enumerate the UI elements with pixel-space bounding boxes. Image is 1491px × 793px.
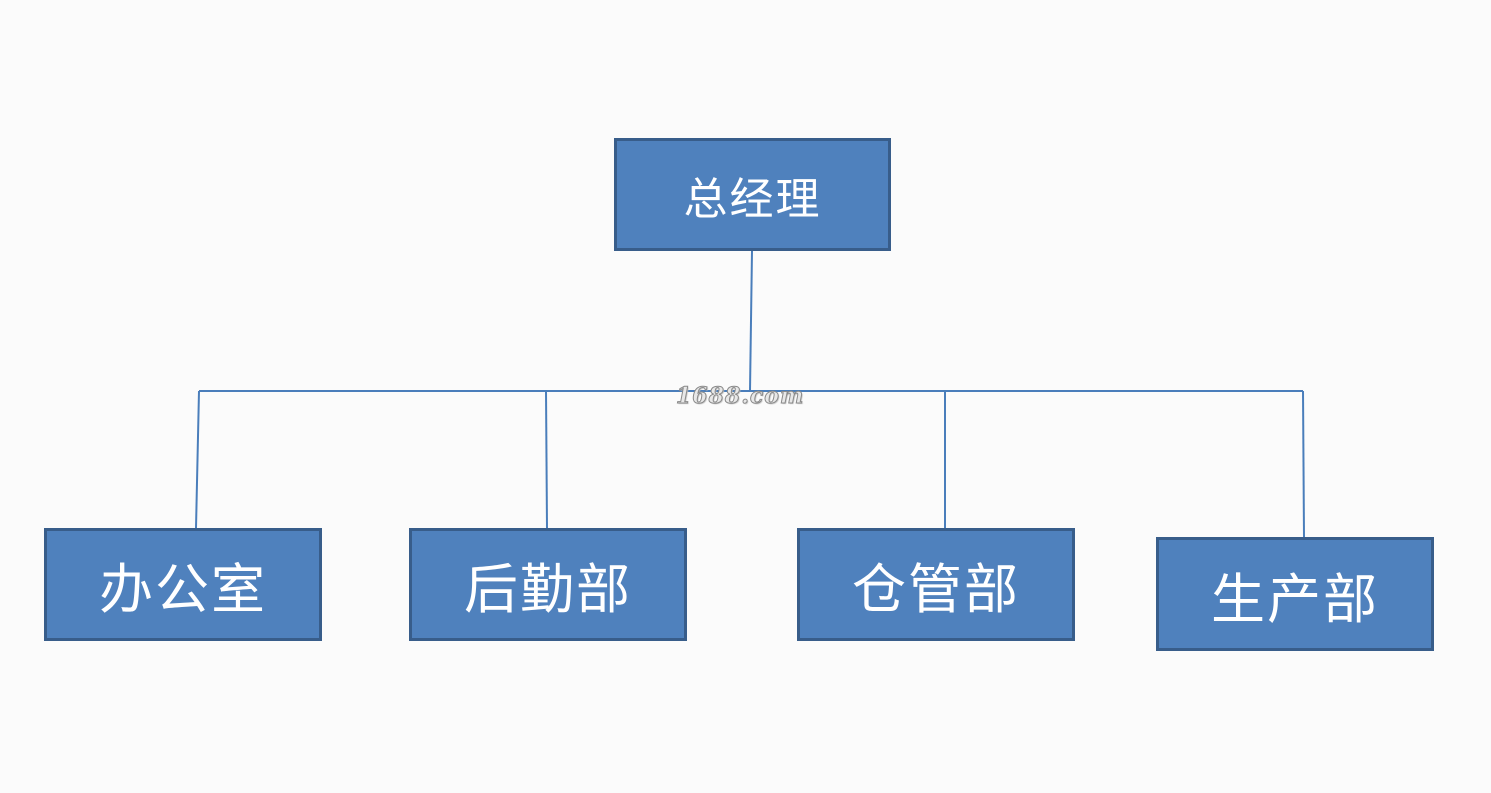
child-node-production: 生产部 <box>1156 537 1434 651</box>
child-node-label: 生产部 <box>1211 567 1379 631</box>
child-node-office: 办公室 <box>44 528 322 641</box>
drop-line-production <box>1302 390 1305 538</box>
drop-line-office <box>195 390 200 529</box>
drop-line-logistics <box>545 390 548 529</box>
root-vertical-line <box>749 250 753 392</box>
child-node-label: 仓管部 <box>852 558 1020 621</box>
root-node-general-manager: 总经理 <box>614 138 891 251</box>
child-node-label: 办公室 <box>99 558 267 621</box>
child-node-warehouse: 仓管部 <box>797 528 1075 641</box>
root-node-label: 总经理 <box>683 173 822 225</box>
child-node-logistics: 后勤部 <box>409 528 687 641</box>
child-node-label: 后勤部 <box>464 558 632 621</box>
watermark-text: 1688.com <box>675 383 805 410</box>
